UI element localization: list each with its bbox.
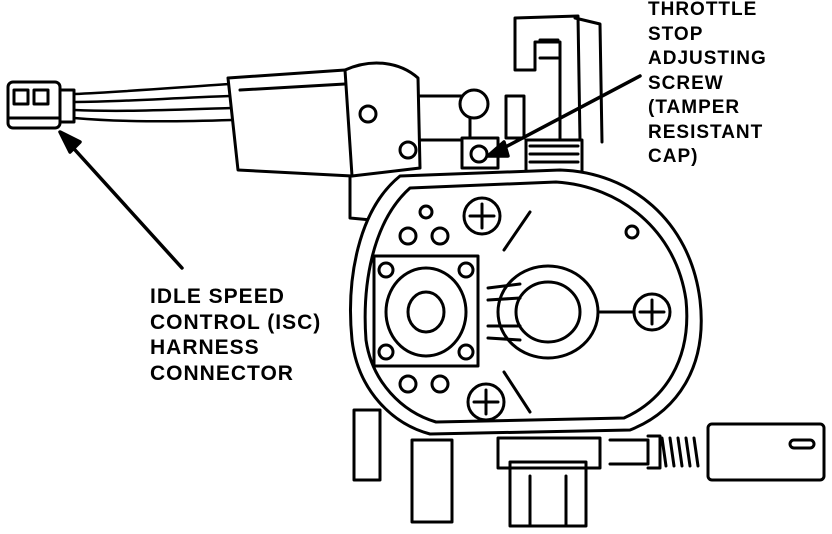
isc-harness-connector-plug xyxy=(6,80,76,130)
label-line: SCREW xyxy=(648,72,724,94)
label-line: HARNESS xyxy=(150,336,260,359)
label-line: ADJUSTING xyxy=(648,48,767,69)
label-line: RESISTANT xyxy=(648,121,764,143)
tps-sensor-connector xyxy=(608,422,826,482)
leader-arrows xyxy=(58,74,642,270)
throttle-body-housing xyxy=(349,168,703,436)
throttle-bracket xyxy=(418,14,604,176)
label-line: (TAMPER xyxy=(648,97,741,118)
lower-fittings xyxy=(352,408,602,528)
label-line: CONNECTOR xyxy=(150,361,294,385)
label-line: CONTROL (ISC) xyxy=(150,310,322,334)
label-line: CAP) xyxy=(648,146,699,167)
label-line: STOP xyxy=(648,23,704,45)
isc-harness-wires xyxy=(72,82,234,123)
isc-harness-connector-label: IDLE SPEED CONTROL (ISC) HARNESS CONNECT… xyxy=(150,284,321,386)
throttle-stop-adjusting-screw-label: THROTTLE STOP ADJUSTING SCREW (TAMPER RE… xyxy=(648,0,767,170)
label-line: IDLE SPEED xyxy=(150,285,285,308)
label-line: THROTTLE xyxy=(648,0,758,20)
